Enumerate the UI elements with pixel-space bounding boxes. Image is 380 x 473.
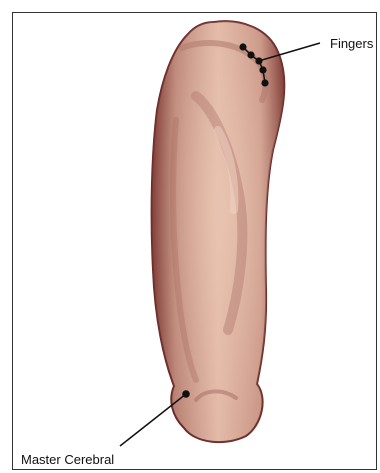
master-cerebral-leader-line (120, 394, 186, 446)
finger-point (255, 57, 262, 64)
fingers-label: Fingers (330, 36, 373, 51)
finger-point (239, 43, 246, 50)
finger-point (261, 79, 268, 86)
finger-point (259, 66, 266, 73)
finger-point (247, 51, 254, 58)
master-cerebral-point (182, 390, 190, 398)
master-cerebral-label: Master Cerebral (21, 452, 114, 467)
